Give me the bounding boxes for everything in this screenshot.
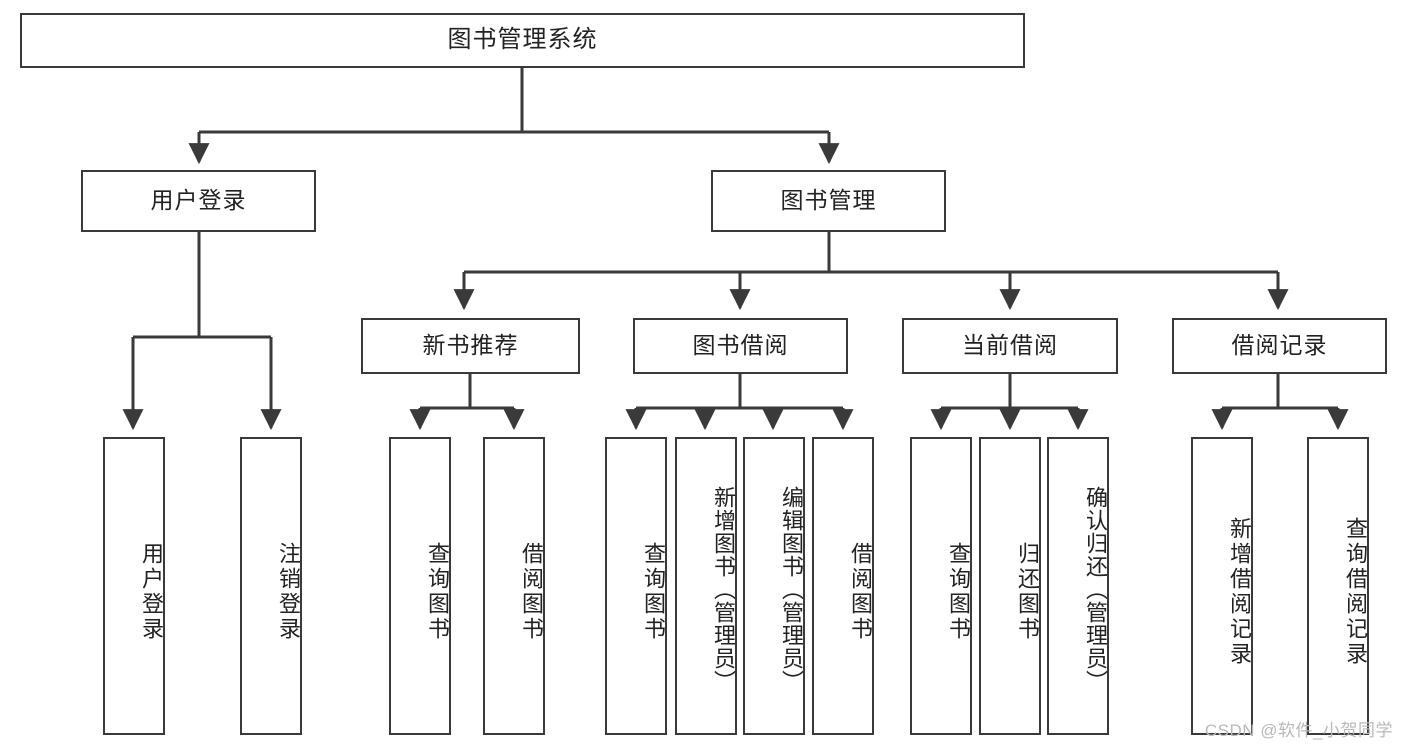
- leaf-current-confirm-return-admin[interactable]: 确认归还（管理员）: [1047, 437, 1109, 735]
- leaf-user-login-signin[interactable]: 用户登录: [103, 437, 165, 735]
- leaf-borrow-borrow-book[interactable]: 借阅图书: [812, 437, 874, 735]
- node-current-borrow[interactable]: 当前借阅: [902, 318, 1118, 374]
- leaf-current-query-book[interactable]: 查询图书: [910, 437, 972, 735]
- node-user-login[interactable]: 用户登录: [81, 170, 316, 232]
- node-new-book-recommend[interactable]: 新书推荐: [361, 318, 580, 374]
- watermark-text: CSDN @软件_小贺同学: [1204, 721, 1393, 740]
- leaf-user-login-signout[interactable]: 注销登录: [240, 437, 302, 735]
- leaf-borrow-edit-book-admin[interactable]: 编辑图书（管理员）: [743, 437, 805, 735]
- node-root-system[interactable]: 图书管理系统: [20, 13, 1025, 68]
- node-borrow-record[interactable]: 借阅记录: [1172, 318, 1387, 374]
- leaf-borrow-query-book[interactable]: 查询图书: [605, 437, 667, 735]
- node-book-borrow[interactable]: 图书借阅: [633, 318, 848, 374]
- leaf-recommend-borrow-book[interactable]: 借阅图书: [483, 437, 545, 735]
- leaf-current-return-book[interactable]: 归还图书: [979, 437, 1041, 735]
- leaf-record-add-borrow-record[interactable]: 新增借阅记录: [1191, 437, 1253, 735]
- leaf-borrow-add-book-admin[interactable]: 新增图书（管理员）: [675, 437, 737, 735]
- node-book-management[interactable]: 图书管理: [711, 170, 946, 232]
- leaf-record-query-borrow-record[interactable]: 查询借阅记录: [1307, 437, 1369, 735]
- leaf-recommend-query-book[interactable]: 查询图书: [389, 437, 451, 735]
